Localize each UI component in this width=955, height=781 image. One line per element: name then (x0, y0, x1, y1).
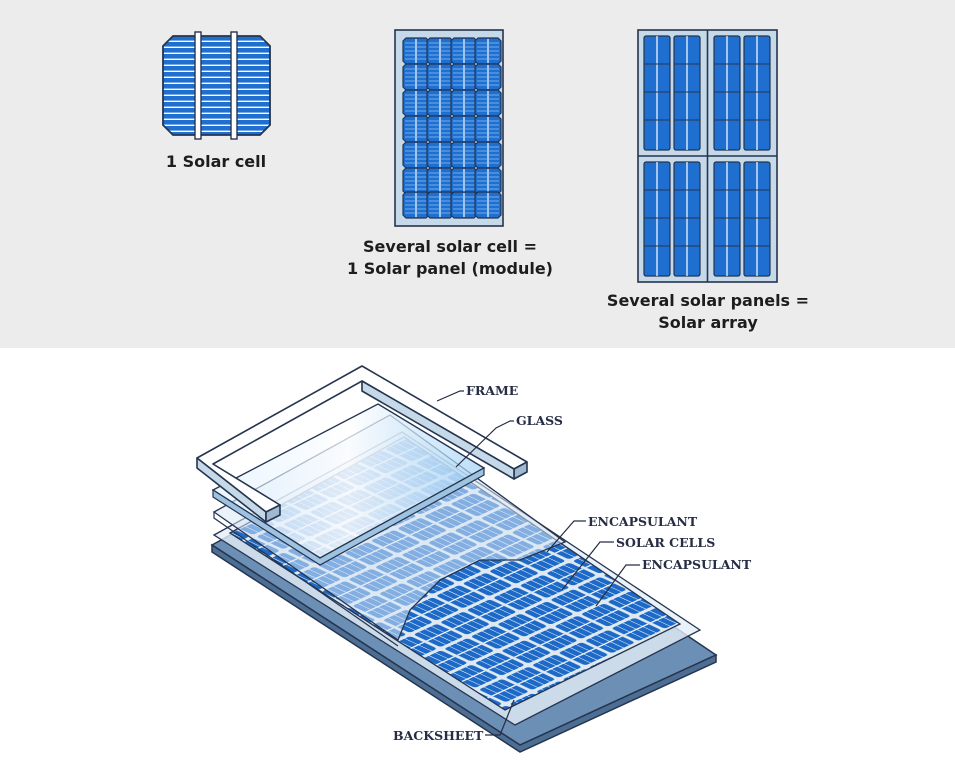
solar-array-caption: Several solar panels = Solar array (606, 291, 810, 332)
label-frame: FRAME (466, 383, 518, 398)
frame-layer (196, 365, 528, 523)
leader-lines (436, 390, 640, 736)
label-encapsulant-bottom: ENCAPSULANT (642, 557, 752, 572)
label-glass: GLASS (516, 413, 563, 428)
solar-panel-module-icon (394, 29, 504, 227)
label-backsheet: BACKSHEET (393, 728, 484, 743)
single-solar-cell-icon (162, 31, 271, 140)
glass-layer (211, 403, 486, 566)
solar-cell-caption: 1 Solar cell (165, 152, 267, 171)
solar-array-icon (637, 29, 778, 283)
solar-panel-caption: Several solar cell = 1 Solar panel (modu… (347, 237, 553, 278)
label-encapsulant-top: ENCAPSULANT (588, 514, 698, 529)
label-solar-cells: SOLAR CELLS (616, 535, 715, 550)
